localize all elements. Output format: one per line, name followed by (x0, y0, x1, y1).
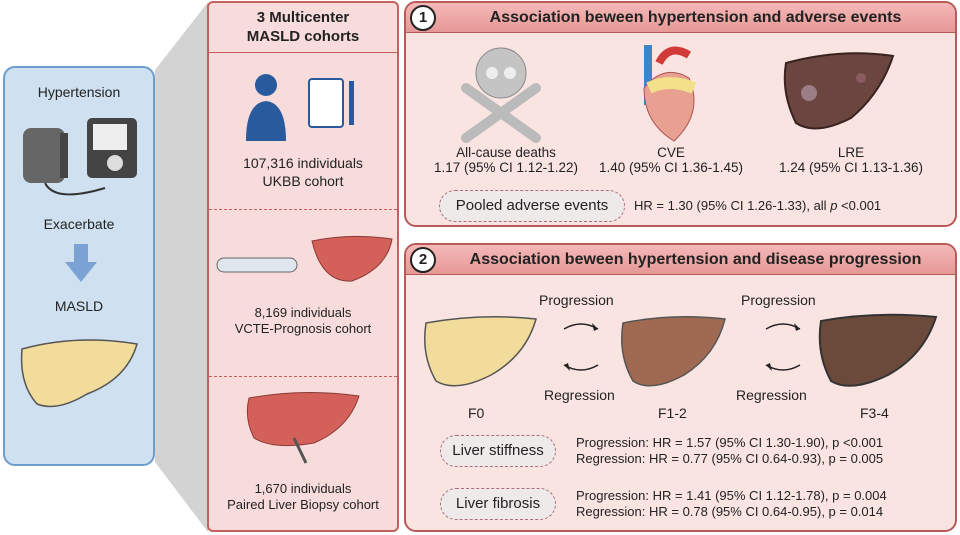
event-lre: LRE 1.24 (95% CI 1.13-1.36) (766, 145, 936, 175)
fatty-liver-icon (20, 339, 138, 408)
exacerbate-label: Exacerbate (43, 216, 115, 232)
hypertension-label: Hypertension (37, 84, 121, 100)
panel1-number: 1 (410, 5, 436, 31)
pooled-events-pill: Pooled adverse events (439, 190, 625, 222)
cirrhotic-liver-icon (783, 52, 895, 130)
heart-icon (643, 45, 697, 142)
stage-f1-2: F1-2 (658, 405, 687, 421)
panel2-title: Association beween hypertension and dise… (469, 251, 922, 268)
stage-f0: F0 (468, 405, 485, 421)
regression-hr: Regression: HR = 0.77 (95% CI 0.64-0.93)… (576, 451, 884, 466)
event-label: All-cause deaths (456, 145, 556, 160)
doctor-clipboard-icon (246, 74, 354, 141)
cohort-vcte-count: 8,169 individuals (254, 305, 352, 320)
cohorts-title: 3 Multicenter MASLD cohorts (246, 9, 360, 45)
connector-shape (155, 2, 208, 532)
cycle-arrows-icon (765, 323, 801, 371)
down-arrow-icon (65, 244, 97, 282)
event-value: 1.40 (95% CI 1.36-1.45) (598, 160, 744, 175)
regression-hr: Regression: HR = 0.78 (95% CI 0.64-0.95)… (576, 504, 884, 519)
event-label: CVE (657, 145, 685, 160)
liver-fibrosis-pill: Liver fibrosis (440, 488, 556, 520)
masld-label: MASLD (54, 298, 104, 314)
hypertension-panel: Hypertension Exacerbate MASLD (3, 66, 155, 466)
event-cve: CVE 1.40 (95% CI 1.36-1.45) (586, 145, 756, 175)
cohort-ukbb-name: UKBB cohort (262, 173, 344, 189)
blood-pressure-monitor-icon (23, 118, 137, 196)
adverse-events-panel: Association beween hypertension and adve… (404, 1, 957, 227)
stage-f3-4: F3-4 (860, 405, 889, 421)
cohort-ukbb-count: 107,316 individuals (243, 155, 363, 171)
liver-f3-4-icon (818, 313, 938, 387)
cohorts-panel: 3 Multicenter MASLD cohorts 107,316 indi… (207, 1, 399, 532)
liver-f0-icon (424, 316, 537, 387)
cohort-biopsy-name: Paired Liver Biopsy cohort (227, 497, 379, 512)
progression-hr: Progression: HR = 1.57 (95% CI 1.30-1.90… (576, 435, 884, 450)
liver-biopsy-icon (246, 391, 360, 464)
pooled-hr-text: HR = 1.30 (95% CI 1.26-1.33), all p <0.0… (634, 198, 882, 213)
disease-progression-panel: Association beween hypertension and dise… (404, 243, 957, 532)
skull-crossbones-icon (461, 47, 541, 143)
cycle-arrows-icon (563, 323, 599, 371)
event-value: 1.24 (95% CI 1.13-1.36) (778, 160, 924, 175)
liver-stiffness-pill: Liver stiffness (440, 435, 556, 467)
regression-label-2: Regression (736, 387, 807, 403)
panel2-header: Association beween hypertension and dise… (406, 245, 955, 275)
liver-f1-2-icon (621, 316, 726, 387)
regression-label-1: Regression (544, 387, 615, 403)
event-value: 1.17 (95% CI 1.12-1.22) (433, 160, 579, 175)
panel1-header: Association beween hypertension and adve… (406, 3, 955, 33)
liver-fibrosis-results: Progression: HR = 1.41 (95% CI 1.12-1.78… (576, 488, 887, 520)
progression-hr: Progression: HR = 1.41 (95% CI 1.12-1.78… (576, 488, 887, 503)
progression-label-2: Progression (741, 292, 816, 308)
progression-label-1: Progression (539, 292, 614, 308)
panel1-title: Association beween hypertension and adve… (489, 9, 902, 26)
panel2-number: 2 (410, 247, 436, 273)
cohort-vcte-name: VCTE-Prognosis cohort (234, 321, 372, 336)
cohort-biopsy-count: 1,670 individuals (254, 481, 352, 496)
event-all-cause-deaths: All-cause deaths 1.17 (95% CI 1.12-1.22) (426, 145, 586, 175)
fibroscan-liver-icon (216, 235, 393, 282)
liver-stiffness-results: Progression: HR = 1.57 (95% CI 1.30-1.90… (576, 435, 883, 467)
event-label: LRE (837, 145, 865, 160)
